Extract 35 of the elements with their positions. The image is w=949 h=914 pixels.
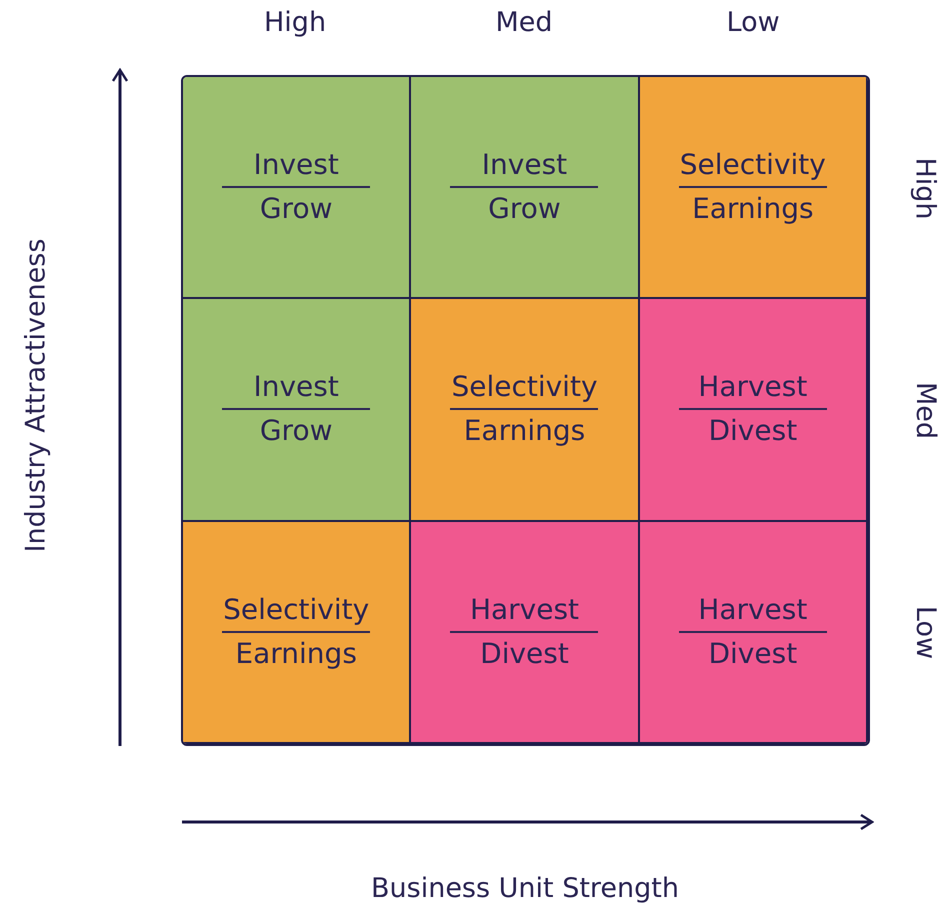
strategy-heading: Invest (482, 147, 568, 184)
axis-title: Business Unit Strength (371, 872, 679, 904)
matrix-cell (638, 297, 868, 522)
strategy-text: Grow (488, 191, 561, 228)
strategy-text: Grow (260, 413, 332, 450)
strategy-heading: Selectivity (223, 592, 370, 628)
strategy-heading: Invest (253, 369, 339, 406)
strategy-text: Divest (708, 413, 798, 450)
matrix-cell (638, 77, 868, 300)
strategy-heading: Harvest (470, 592, 580, 628)
strategy-heading: Selectivity (451, 369, 598, 406)
matrix-cell (183, 297, 412, 522)
strategy-text: Earnings (235, 636, 357, 672)
matrix-cell (409, 297, 640, 522)
strategy-heading: Selectivity (680, 147, 826, 184)
row-header: Med (910, 381, 941, 439)
strategy-text: Earnings (692, 191, 814, 228)
strategy-heading: Harvest (698, 369, 808, 406)
row-header: High (910, 156, 941, 220)
matrix-cell (183, 77, 412, 300)
matrix-cell (183, 520, 412, 744)
column-header: Med (496, 6, 553, 38)
matrix-cell (409, 520, 640, 744)
column-header: Low (726, 6, 780, 38)
strategy-text: Grow (260, 191, 332, 228)
row-header: Low (910, 605, 941, 659)
axis-title: Industry Attractiveness (20, 238, 52, 552)
strategy-heading: Harvest (698, 592, 808, 628)
strategy-text: Divest (708, 636, 798, 672)
column-header: High (264, 6, 326, 38)
strategy-text: Divest (480, 636, 569, 672)
strategy-heading: Invest (253, 147, 339, 184)
matrix-cell (409, 77, 640, 300)
strategy-text: Earnings (464, 413, 586, 450)
matrix-cell (638, 520, 868, 744)
